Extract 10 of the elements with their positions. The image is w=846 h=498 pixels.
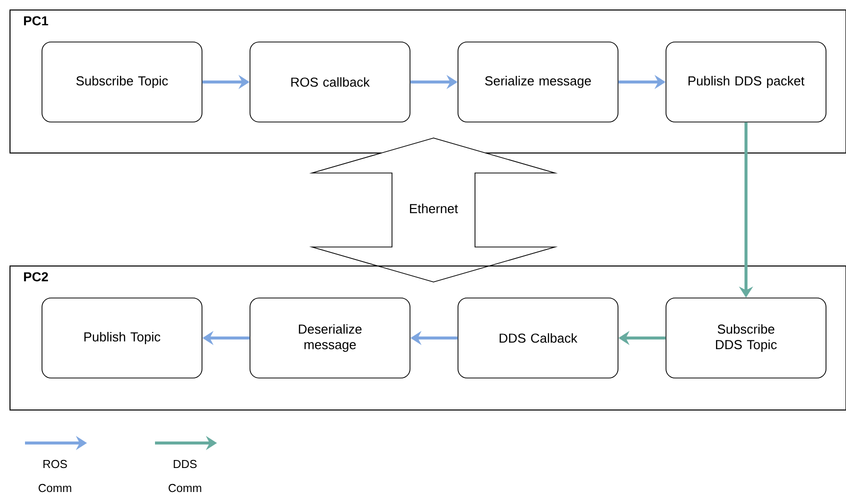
legend-label: ROS Comm — [38, 460, 72, 492]
process-box: Deserialize message — [250, 298, 410, 378]
process-box: DDS Calback — [458, 298, 618, 378]
legend-label: DDS Comm — [168, 460, 202, 492]
process-box: Publish DDS packet — [666, 42, 826, 122]
process-box: Serialize message — [458, 42, 618, 122]
process-box: Publish Topic — [42, 298, 202, 378]
process-box: Subscribe DDS Topic — [666, 298, 826, 378]
process-box: Subscribe Topic — [42, 42, 202, 122]
process-box: ROS callback — [250, 42, 410, 122]
